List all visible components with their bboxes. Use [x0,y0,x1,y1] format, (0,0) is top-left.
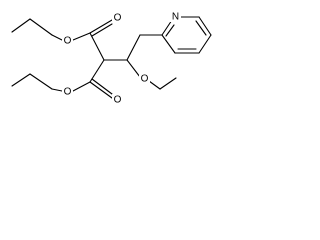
atom-o-lower-ether: O [64,87,72,98]
bond-ch-ch2 [126,34,141,61]
label-mask-o-upper-carbonyl [112,12,123,23]
ring-bond-c5-c6-inner [195,20,207,36]
ring-bond-c4-c5 [198,34,212,54]
bond-side-ch2-ch3 [159,77,177,90]
bond-upper-ch2-o [51,34,63,41]
bond-lower-carbonyl-2 [91,78,113,95]
label-mask-o-upper-ether [62,35,73,46]
bond-lower-carbonyl-1 [89,81,113,99]
ring-bond-c5-c6 [198,16,212,36]
lower-ethyl-ester [11,59,113,99]
bond-lower-ethyl-ch3 [11,73,31,87]
atom-o-side-ether: O [141,74,149,85]
bond-lower-ch2-o [51,88,63,92]
bond-lower-o-c [72,81,91,92]
bond-upper-ethyl-ch3 [11,18,31,33]
ring-bond-n-c2-inner [165,24,175,37]
atom-o-upper-ether: O [64,36,72,47]
bond-ch-o-side [126,59,141,78]
bond-upper-ethyl-ch2 [29,18,53,36]
label-mask-n-pyridine [170,11,181,22]
label-mask-o-lower-carbonyl [112,94,123,105]
bond-upper-carbonyl-2 [91,23,113,37]
side-ethoxy [148,77,177,90]
atom-labels: O O O O O N [62,11,181,106]
atom-o-upper-carbonyl: O [114,13,122,24]
atom-n-pyridine: N [172,12,179,23]
label-mask-o-lower-ether [62,86,73,97]
atom-o-lower-carbonyl: O [114,95,122,106]
central-chain [103,34,163,78]
chemical-structure-diagram: O O O O O N [11,11,212,106]
bond-upper-c-ch [89,32,105,61]
ring-bond-n-c2 [161,19,173,36]
bond-lower-ethyl-ch2 [29,73,53,90]
bond-lower-c-ch [89,59,105,83]
bond-side-o-ch2 [148,80,161,90]
pyridine-ring [161,16,212,54]
label-mask-o-side-ether [139,73,150,84]
bond-upper-carbonyl-1 [89,19,113,34]
ring-bond-c2-c3 [161,34,176,54]
bond-upper-o-c [72,32,91,41]
upper-ethyl-ester [11,18,113,61]
